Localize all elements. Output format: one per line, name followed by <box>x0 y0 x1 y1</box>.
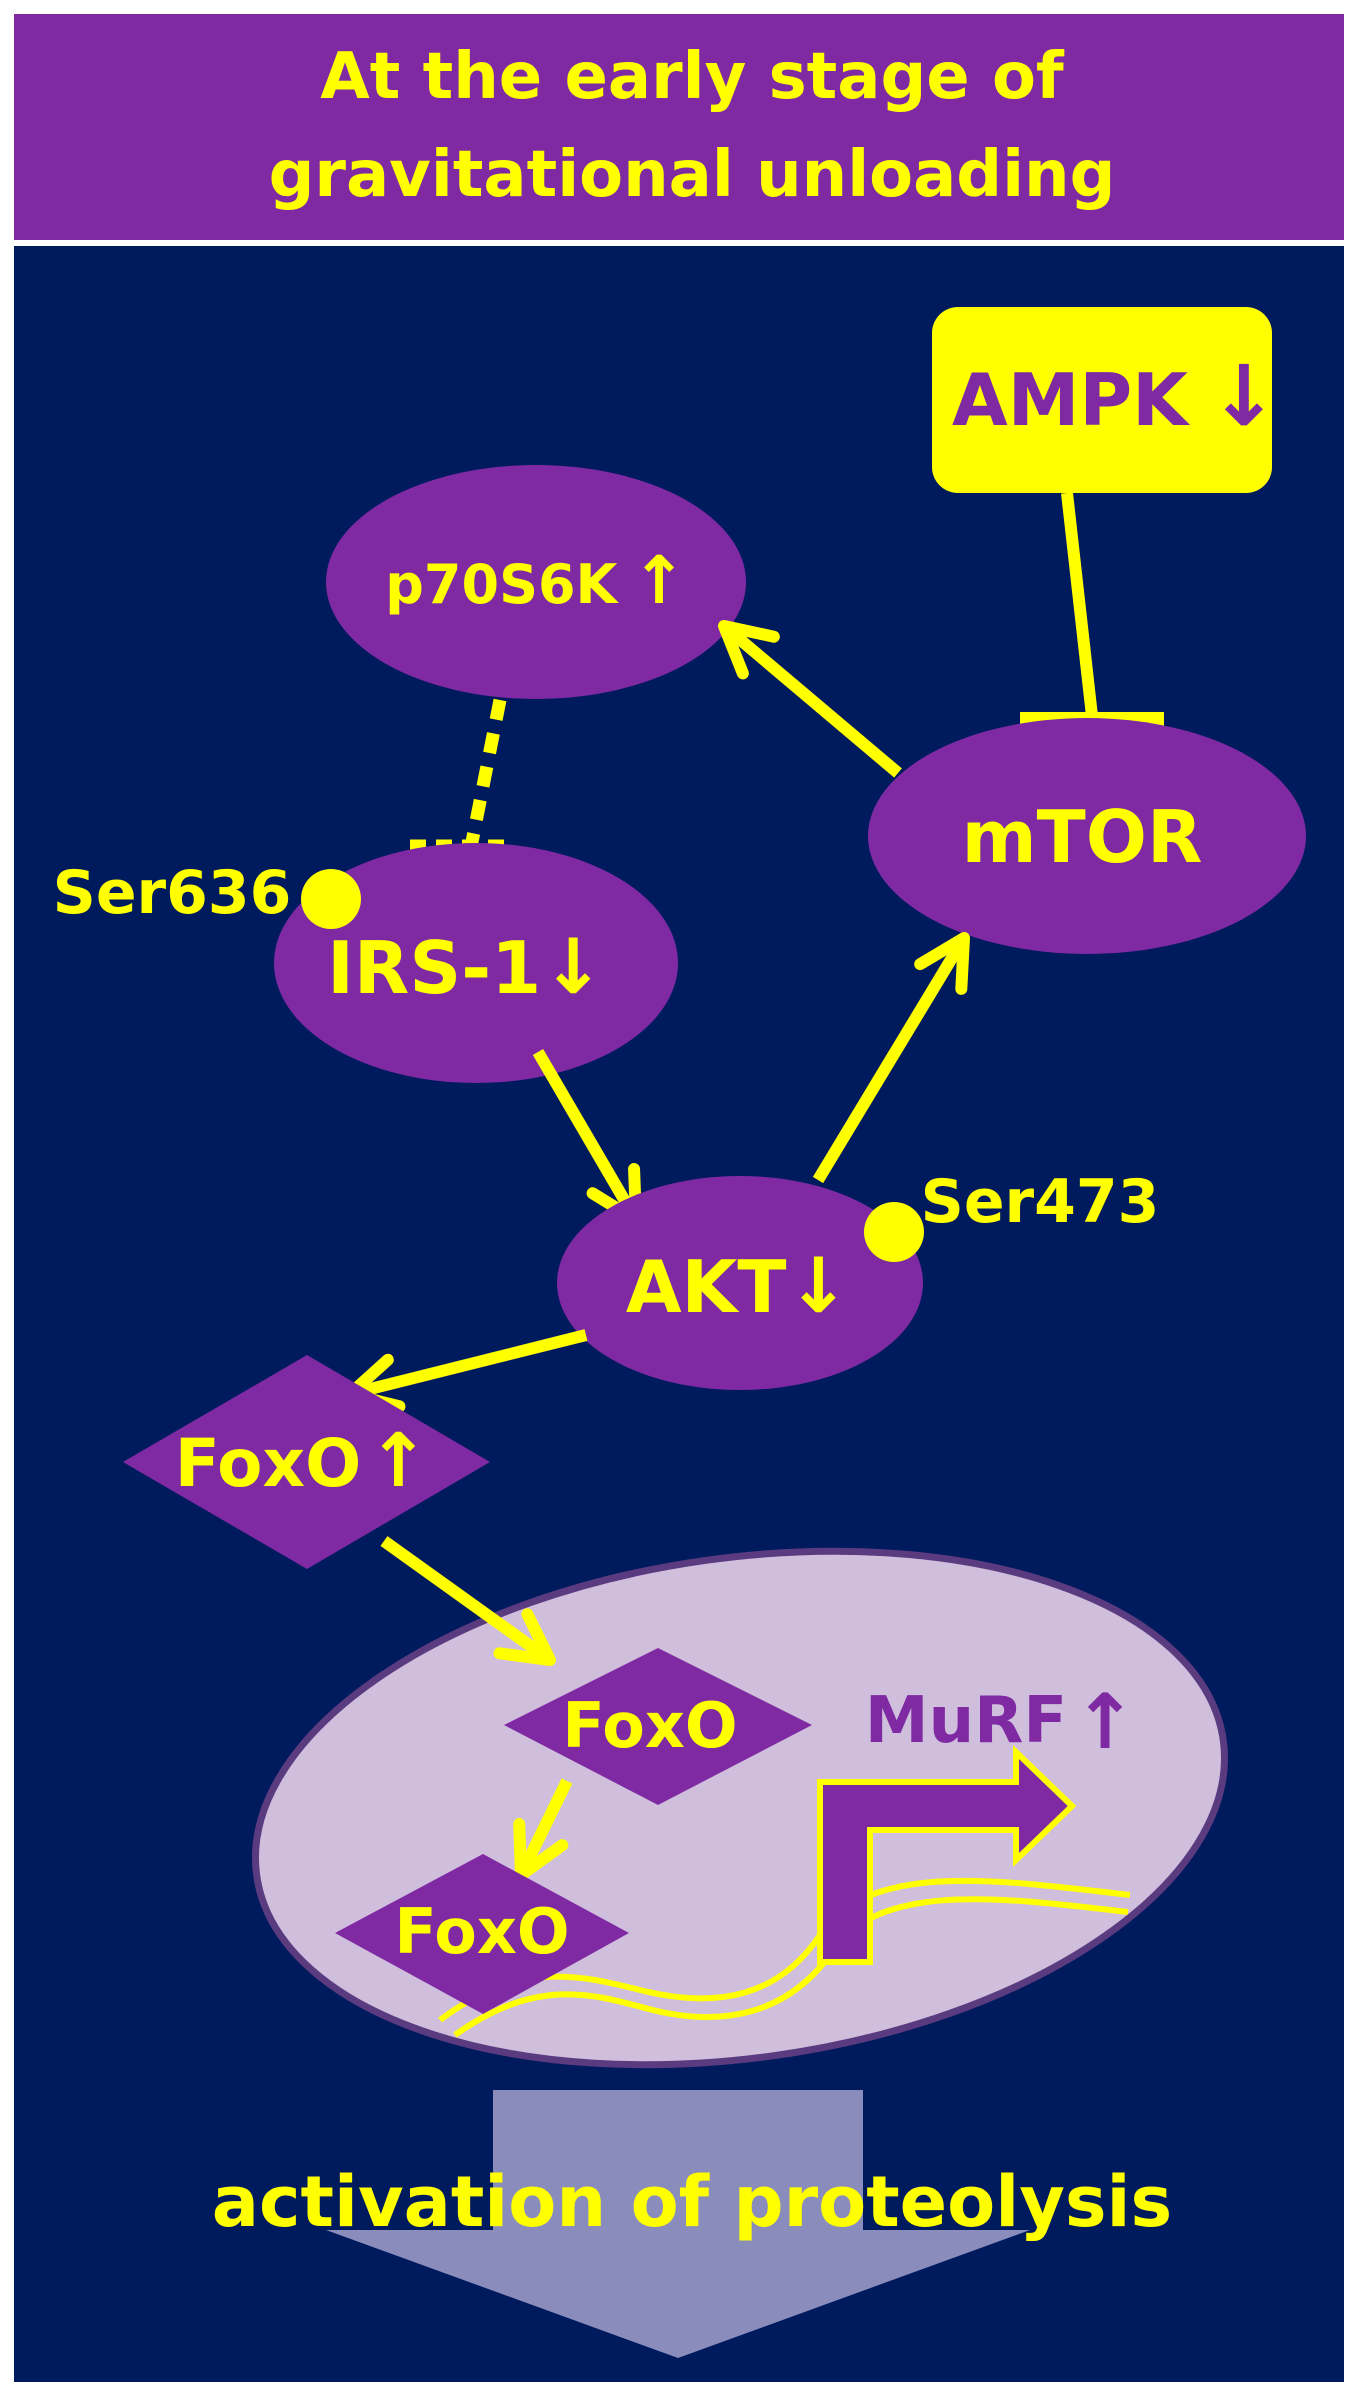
p70s6k-irs1-dotted-link <box>465 698 507 844</box>
foxo-dna-binding-arrow <box>513 1778 573 1881</box>
foxo-nucleus-label-1: FoxO <box>562 1689 737 1762</box>
p70s6k-up-arrow-icon: ↑ <box>631 542 686 619</box>
irs1-node <box>274 843 678 1083</box>
murf-label: MuRF <box>865 1684 1067 1758</box>
ampk-label: AMPK <box>952 358 1190 442</box>
header-title-line1: At the early stage of <box>320 40 1065 114</box>
ser473-phospho-dot <box>864 1202 924 1262</box>
akt-to-mtor-arrow <box>812 932 970 1184</box>
foxo-nucleus-node-2 <box>335 1854 629 2014</box>
transcription-start-arrow <box>817 1744 1077 1965</box>
p70s6k-node <box>326 465 746 699</box>
proteolysis-arrow <box>326 2090 1030 2358</box>
header-banner <box>14 14 1344 240</box>
foxo-nucleus-node-1 <box>504 1648 812 1805</box>
akt-label: AKT↓ <box>626 1241 850 1330</box>
irs1-down-arrow-icon: ↓ <box>541 922 605 1011</box>
ampk-box <box>932 307 1272 493</box>
ser473-label: Ser473 <box>921 1167 1160 1237</box>
mtor-node <box>868 718 1306 954</box>
foxo-cytoplasm-label: FoxO↑ <box>175 1418 429 1504</box>
akt-node <box>557 1176 923 1390</box>
murf-up-arrow-icon: ↑ <box>1073 1677 1137 1766</box>
ser636-label: Ser636 <box>53 858 292 928</box>
p70s6k-label: p70S6K↑ <box>385 542 686 619</box>
foxo-cytoplasm-node <box>123 1355 490 1569</box>
foxo-nucleus-label-2: FoxO <box>394 1895 569 1968</box>
mtor-label: mTOR <box>962 795 1203 879</box>
ampk-inhibition-line <box>1061 492 1098 717</box>
irs1-to-akt-arrow <box>532 1048 642 1226</box>
dna-strand-2 <box>453 1896 1129 2038</box>
dna-strand-1 <box>438 1877 1131 2023</box>
mtor-to-p70s6k-arrow <box>718 620 902 778</box>
akt-down-arrow-icon: ↓ <box>786 1241 850 1330</box>
header-title-line2: gravitational unloading <box>269 138 1116 212</box>
irs1-label: IRS-1↓ <box>327 922 605 1011</box>
foxo-translocation-arrow <box>380 1536 556 1666</box>
foxo-up-arrow-icon: ↑ <box>367 1418 429 1504</box>
akt-to-foxo-arrow <box>344 1329 588 1413</box>
ampk-down-arrow-icon: ↓ <box>1209 347 1279 445</box>
ser636-phospho-dot <box>301 869 361 929</box>
outcome-label: activation of proteolysis <box>212 2161 1172 2243</box>
